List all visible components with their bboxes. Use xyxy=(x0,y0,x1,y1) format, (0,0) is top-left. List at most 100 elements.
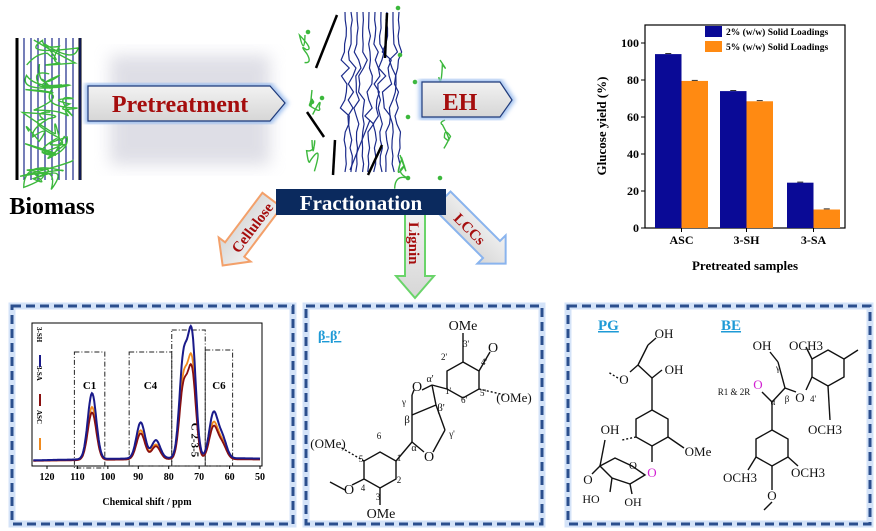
hemicellulose-strand xyxy=(308,89,321,115)
hemicellulose-strand xyxy=(298,32,310,64)
y-tick-label: 100 xyxy=(621,36,639,50)
cellulose-fiber xyxy=(339,11,351,173)
x-tick-label: 80 xyxy=(164,472,174,483)
bb-atom-label: 6 xyxy=(377,431,382,441)
be-atom-label: β xyxy=(785,394,790,404)
region-label: C1 xyxy=(83,380,96,392)
bb-atom-label: 5' xyxy=(480,388,487,398)
bb-atom-label: 6' xyxy=(461,395,468,405)
be-atom-label: O xyxy=(795,390,804,405)
be-atom-label: R1 & 2R xyxy=(718,387,751,397)
panel-glow xyxy=(564,302,874,528)
x-tick-label: 100 xyxy=(100,472,115,483)
cellulose-fiber xyxy=(353,11,362,173)
bb-atom-label: 2' xyxy=(441,352,448,362)
y-axis-label: Glucose yield (%) xyxy=(594,77,609,176)
lignin-strand xyxy=(24,135,69,159)
hemicellulose-strand xyxy=(440,119,452,149)
sugar-dot xyxy=(319,95,325,101)
be-title: BE xyxy=(721,318,741,334)
nmr-panel xyxy=(10,304,295,526)
cellulose-fiber xyxy=(388,11,399,173)
cellulose-fiber xyxy=(347,11,357,173)
pg-atom-label: HO xyxy=(582,492,600,506)
x-tick-label: ASC xyxy=(669,233,693,247)
beta-beta-title: β-β′ xyxy=(318,329,341,344)
x-tick-label: 70 xyxy=(194,472,204,483)
region-box xyxy=(73,351,106,469)
bb-atom-label: 4' xyxy=(481,357,488,367)
sugar-dot xyxy=(305,29,311,35)
pg-atom-label: O xyxy=(619,372,628,387)
cellulose-fiber xyxy=(357,11,368,173)
bar-3-SA-2pct xyxy=(787,182,814,228)
bb-atom-label: γ xyxy=(401,397,406,407)
lignin-strand xyxy=(20,111,61,143)
pretreatment-arrow: Pretreatment xyxy=(85,83,289,124)
y-tick-label: 20 xyxy=(627,184,639,198)
region-label: C4 xyxy=(144,380,158,392)
bb-atom-label: α xyxy=(411,443,417,454)
be-atom-label: OCH3 xyxy=(791,465,825,480)
region-box xyxy=(128,351,173,467)
bb-atom-label: OMe xyxy=(449,319,478,334)
bb-atom-label: (OMe) xyxy=(496,390,531,405)
spectrum-3-SH xyxy=(33,324,261,462)
x-tick-label: 90 xyxy=(133,472,143,483)
y-tick-label: 60 xyxy=(627,110,639,124)
pretreated-biomass-illustration xyxy=(298,5,452,189)
sugar-dot xyxy=(405,114,411,120)
biomass-label: Biomass xyxy=(9,194,94,220)
x-tick-label: 3-SA xyxy=(801,233,827,247)
pg-atom-label: OMe xyxy=(685,444,712,459)
bb-atom-label: O xyxy=(424,450,434,465)
cellulose-fiber xyxy=(372,11,381,173)
be-atom-label: O xyxy=(753,377,762,392)
eh-arrow: EH xyxy=(419,79,516,120)
legend-label: 3-SA xyxy=(35,366,43,381)
pg-title: PG xyxy=(598,318,619,334)
lignin-strand xyxy=(24,63,72,90)
pretreatment-label: Pretreatment xyxy=(112,92,248,118)
hemicellulose-strand xyxy=(305,139,319,172)
be-atom-label: OCH3 xyxy=(808,422,842,437)
x-axis-label: Pretreated samples xyxy=(692,258,798,273)
pg-atom-label: O xyxy=(583,472,592,487)
fractionation-label: Fractionation xyxy=(300,191,423,215)
region-label: C6 xyxy=(212,380,226,392)
be-atom-label: O xyxy=(767,488,776,503)
cellulose-fiber xyxy=(393,11,403,173)
legend-label: ASC xyxy=(35,410,43,424)
y-tick-label: 0 xyxy=(633,221,639,235)
legend-label-2pct: 2% (w/w) Solid Loadings xyxy=(726,27,828,38)
x-tick-label: 3-SH xyxy=(733,233,760,247)
bar-3-SA-5pct xyxy=(813,209,840,228)
cellulose-arrow: Cellulose xyxy=(217,191,283,267)
pg-atom-label: O xyxy=(629,460,637,472)
bb-atom-label: O xyxy=(488,341,498,356)
pg-atom-label: OH xyxy=(601,422,620,437)
pg-atom-label: OH xyxy=(624,495,642,509)
bb-atom-label: β xyxy=(404,414,410,426)
lignin-arrow: Lignin xyxy=(393,212,437,300)
bar-ASC-2pct xyxy=(655,54,682,228)
lignin-strand xyxy=(26,39,79,66)
bb-atom-label: β' xyxy=(437,402,445,414)
legend-swatch-2pct xyxy=(705,26,722,37)
bb-atom-label: α' xyxy=(426,374,433,385)
pg-atom-label: OH xyxy=(655,326,674,341)
x-tick-label: 120 xyxy=(40,472,55,483)
lignin-strand xyxy=(25,87,78,117)
legend-label: 3-SH xyxy=(35,327,43,343)
bb-atom-label: 5 xyxy=(359,454,364,464)
bar-3-SH-2pct xyxy=(720,91,747,228)
be-atom-label: OH xyxy=(753,338,772,353)
biomass-illustration xyxy=(15,38,82,190)
fractionation-bar: Fractionation xyxy=(276,189,446,215)
bb-atom-label: 2 xyxy=(397,475,402,485)
bb-atom-label: 1' xyxy=(445,386,452,396)
